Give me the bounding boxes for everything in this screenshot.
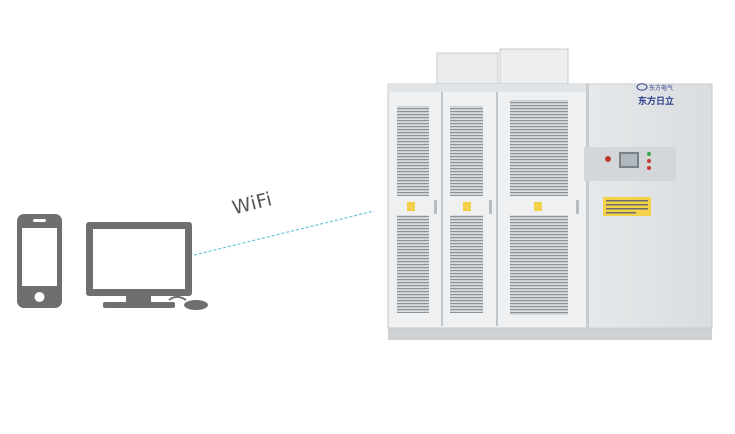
control-panel <box>584 147 676 181</box>
cabinet-door-2 <box>450 106 492 313</box>
cabinet-door-1 <box>397 106 437 313</box>
brand-logo: 东方电气 东方日立 <box>636 83 674 107</box>
computer-monitor-icon <box>86 222 192 308</box>
brand-small-text: 东方电气 <box>649 84 673 92</box>
brand-large-text: 东方日立 <box>638 95 674 107</box>
cabinet-illustration: 东方电气 东方日立 <box>387 48 713 340</box>
warning-label <box>603 197 651 216</box>
smartphone-icon <box>17 214 62 308</box>
cabinet-door-3 <box>510 100 579 315</box>
mouse-icon <box>168 296 208 310</box>
wifi-link-line <box>193 210 375 256</box>
